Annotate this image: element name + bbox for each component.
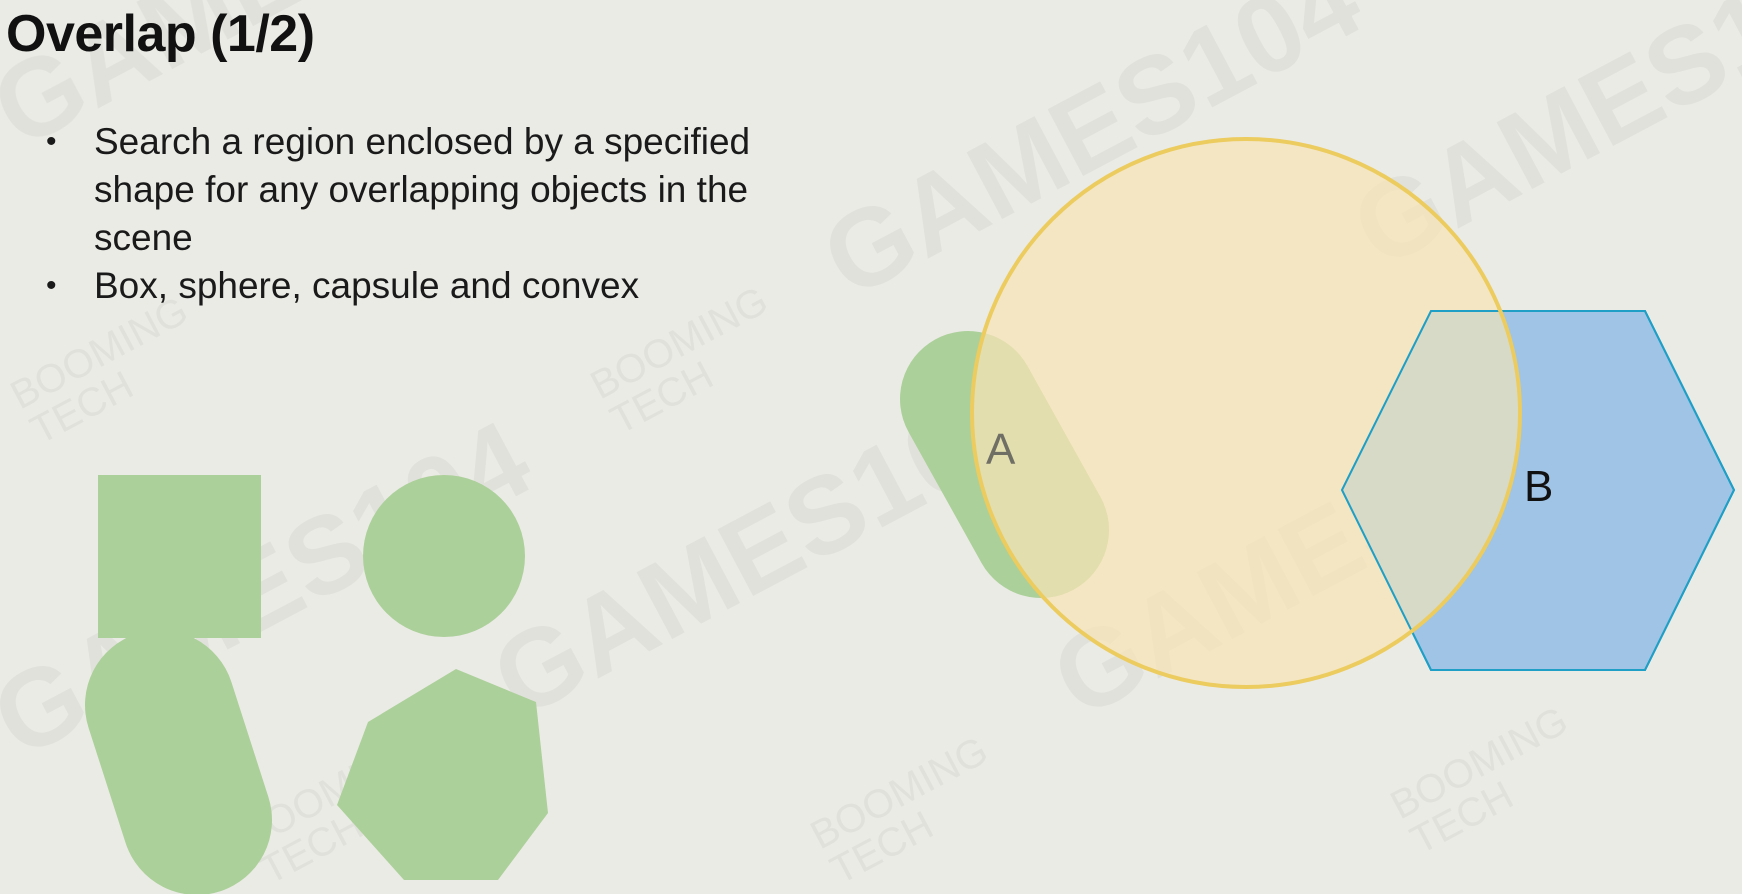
- sphere-shape: [363, 475, 525, 637]
- convex-shape: [337, 669, 548, 880]
- bullet-text: Search a region enclosed by a specified …: [94, 121, 751, 258]
- bullet-dot: •: [46, 125, 57, 158]
- hexagon-b-outline: [1340, 310, 1736, 671]
- capsule-shape: [85, 630, 272, 894]
- bullet-item: • Box, sphere, capsule and convex: [46, 262, 766, 310]
- query-sphere-outline: [970, 137, 1522, 689]
- slide-title: Overlap (1/2): [6, 5, 315, 63]
- overlap-region: [1342, 311, 1520, 670]
- bullet-text: Box, sphere, capsule and convex: [94, 265, 640, 306]
- bullet-list: • Search a region enclosed by a specifie…: [46, 118, 766, 310]
- label-b: B: [1524, 462, 1553, 511]
- label-a: A: [986, 425, 1016, 474]
- bullet-dot: •: [46, 269, 57, 302]
- bullet-item: • Search a region enclosed by a specifie…: [46, 118, 766, 262]
- box-shape: [98, 475, 261, 638]
